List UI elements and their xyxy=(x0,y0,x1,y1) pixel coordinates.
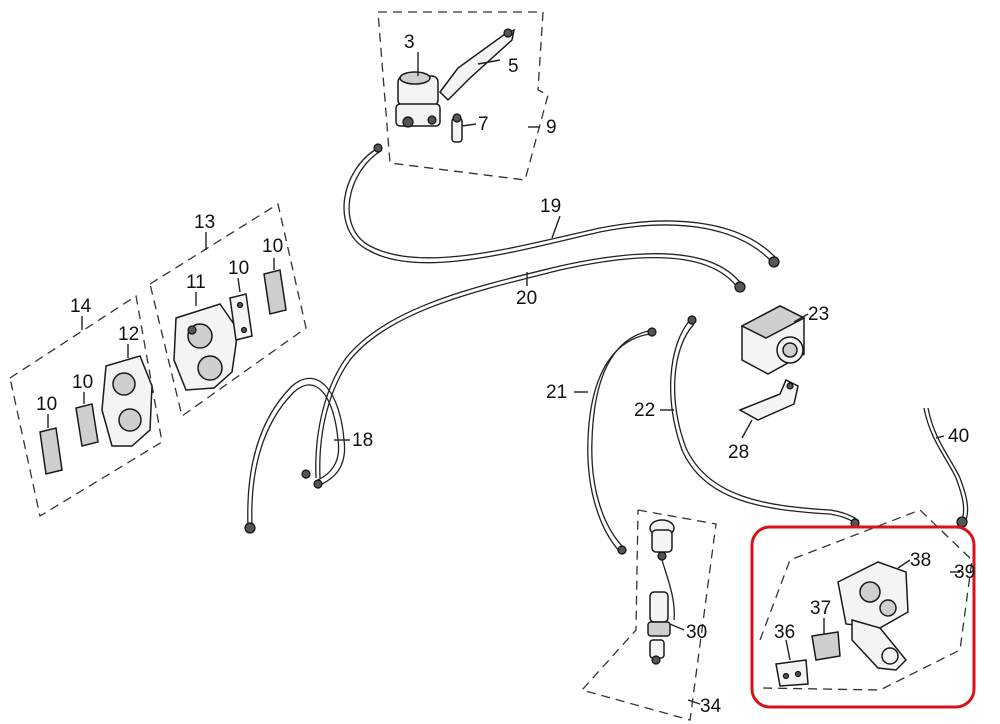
group-9-master-cylinder xyxy=(377,11,549,181)
callout-5: 5 xyxy=(508,56,519,77)
callout-38: 38 xyxy=(910,550,931,571)
callout-7: 7 xyxy=(478,114,489,135)
caliper-11-part xyxy=(173,303,239,391)
group-39-rear-caliper xyxy=(759,509,973,691)
group-34-frame xyxy=(580,509,717,721)
group-14-frame xyxy=(9,294,163,518)
hose-20 xyxy=(315,253,746,479)
bracket-28-part xyxy=(738,378,799,439)
callout-19: 19 xyxy=(540,196,561,217)
rear-caliper-38-part xyxy=(837,561,909,671)
group-14-caliper-assembly xyxy=(9,294,163,518)
pad-10-part-b xyxy=(229,293,253,341)
pad-10-part-a xyxy=(39,427,63,475)
callout-12: 12 xyxy=(118,324,139,345)
reservoir-part xyxy=(649,519,675,561)
sensor-40-part xyxy=(923,407,969,528)
brake-switch-part xyxy=(451,113,463,143)
highlight-frame xyxy=(750,525,976,709)
callout-10-c: 10 xyxy=(228,258,249,279)
callout-40: 40 xyxy=(948,426,969,447)
callout-39: 39 xyxy=(954,562,975,583)
callout-11: 11 xyxy=(186,272,206,293)
abs-unit-23-part xyxy=(740,305,809,375)
hose-19 xyxy=(343,143,780,268)
group-9-frame xyxy=(377,11,549,181)
callout-21: 21 xyxy=(546,382,567,403)
callout-34: 34 xyxy=(700,696,722,717)
pad-36-part xyxy=(775,659,809,687)
callout-37: 37 xyxy=(810,598,831,619)
caliper-12-part xyxy=(101,355,153,447)
pad-37-part xyxy=(811,631,841,661)
callout-18: 18 xyxy=(352,430,373,451)
hose-22 xyxy=(660,315,860,528)
callout-22: 22 xyxy=(634,400,655,421)
callout-14: 14 xyxy=(70,296,92,317)
group-13-frame xyxy=(149,202,307,418)
callout-13: 13 xyxy=(194,212,215,233)
hose-21 xyxy=(574,327,657,555)
callout-20: 20 xyxy=(516,288,537,309)
callout-36: 36 xyxy=(774,622,795,643)
master-cylinder-part xyxy=(395,71,441,128)
brake-lever-part xyxy=(439,28,516,102)
pad-10-part-c xyxy=(263,269,287,315)
callout-10-a: 10 xyxy=(36,394,57,415)
callout-10-b: 10 xyxy=(72,372,93,393)
group-34-rear-master-cylinder xyxy=(580,509,717,721)
rear-master-cylinder-30-part xyxy=(647,591,671,665)
callout-28: 28 xyxy=(728,442,749,463)
pad-10-part-d xyxy=(75,403,99,447)
callout-10-d: 10 xyxy=(262,236,283,257)
callout-23: 23 xyxy=(808,304,829,325)
callout-30: 30 xyxy=(686,622,707,643)
callout-3: 3 xyxy=(404,32,415,53)
hose-18 xyxy=(244,377,350,534)
group-13-caliper-assembly xyxy=(149,202,307,418)
callout-9: 9 xyxy=(546,117,557,138)
